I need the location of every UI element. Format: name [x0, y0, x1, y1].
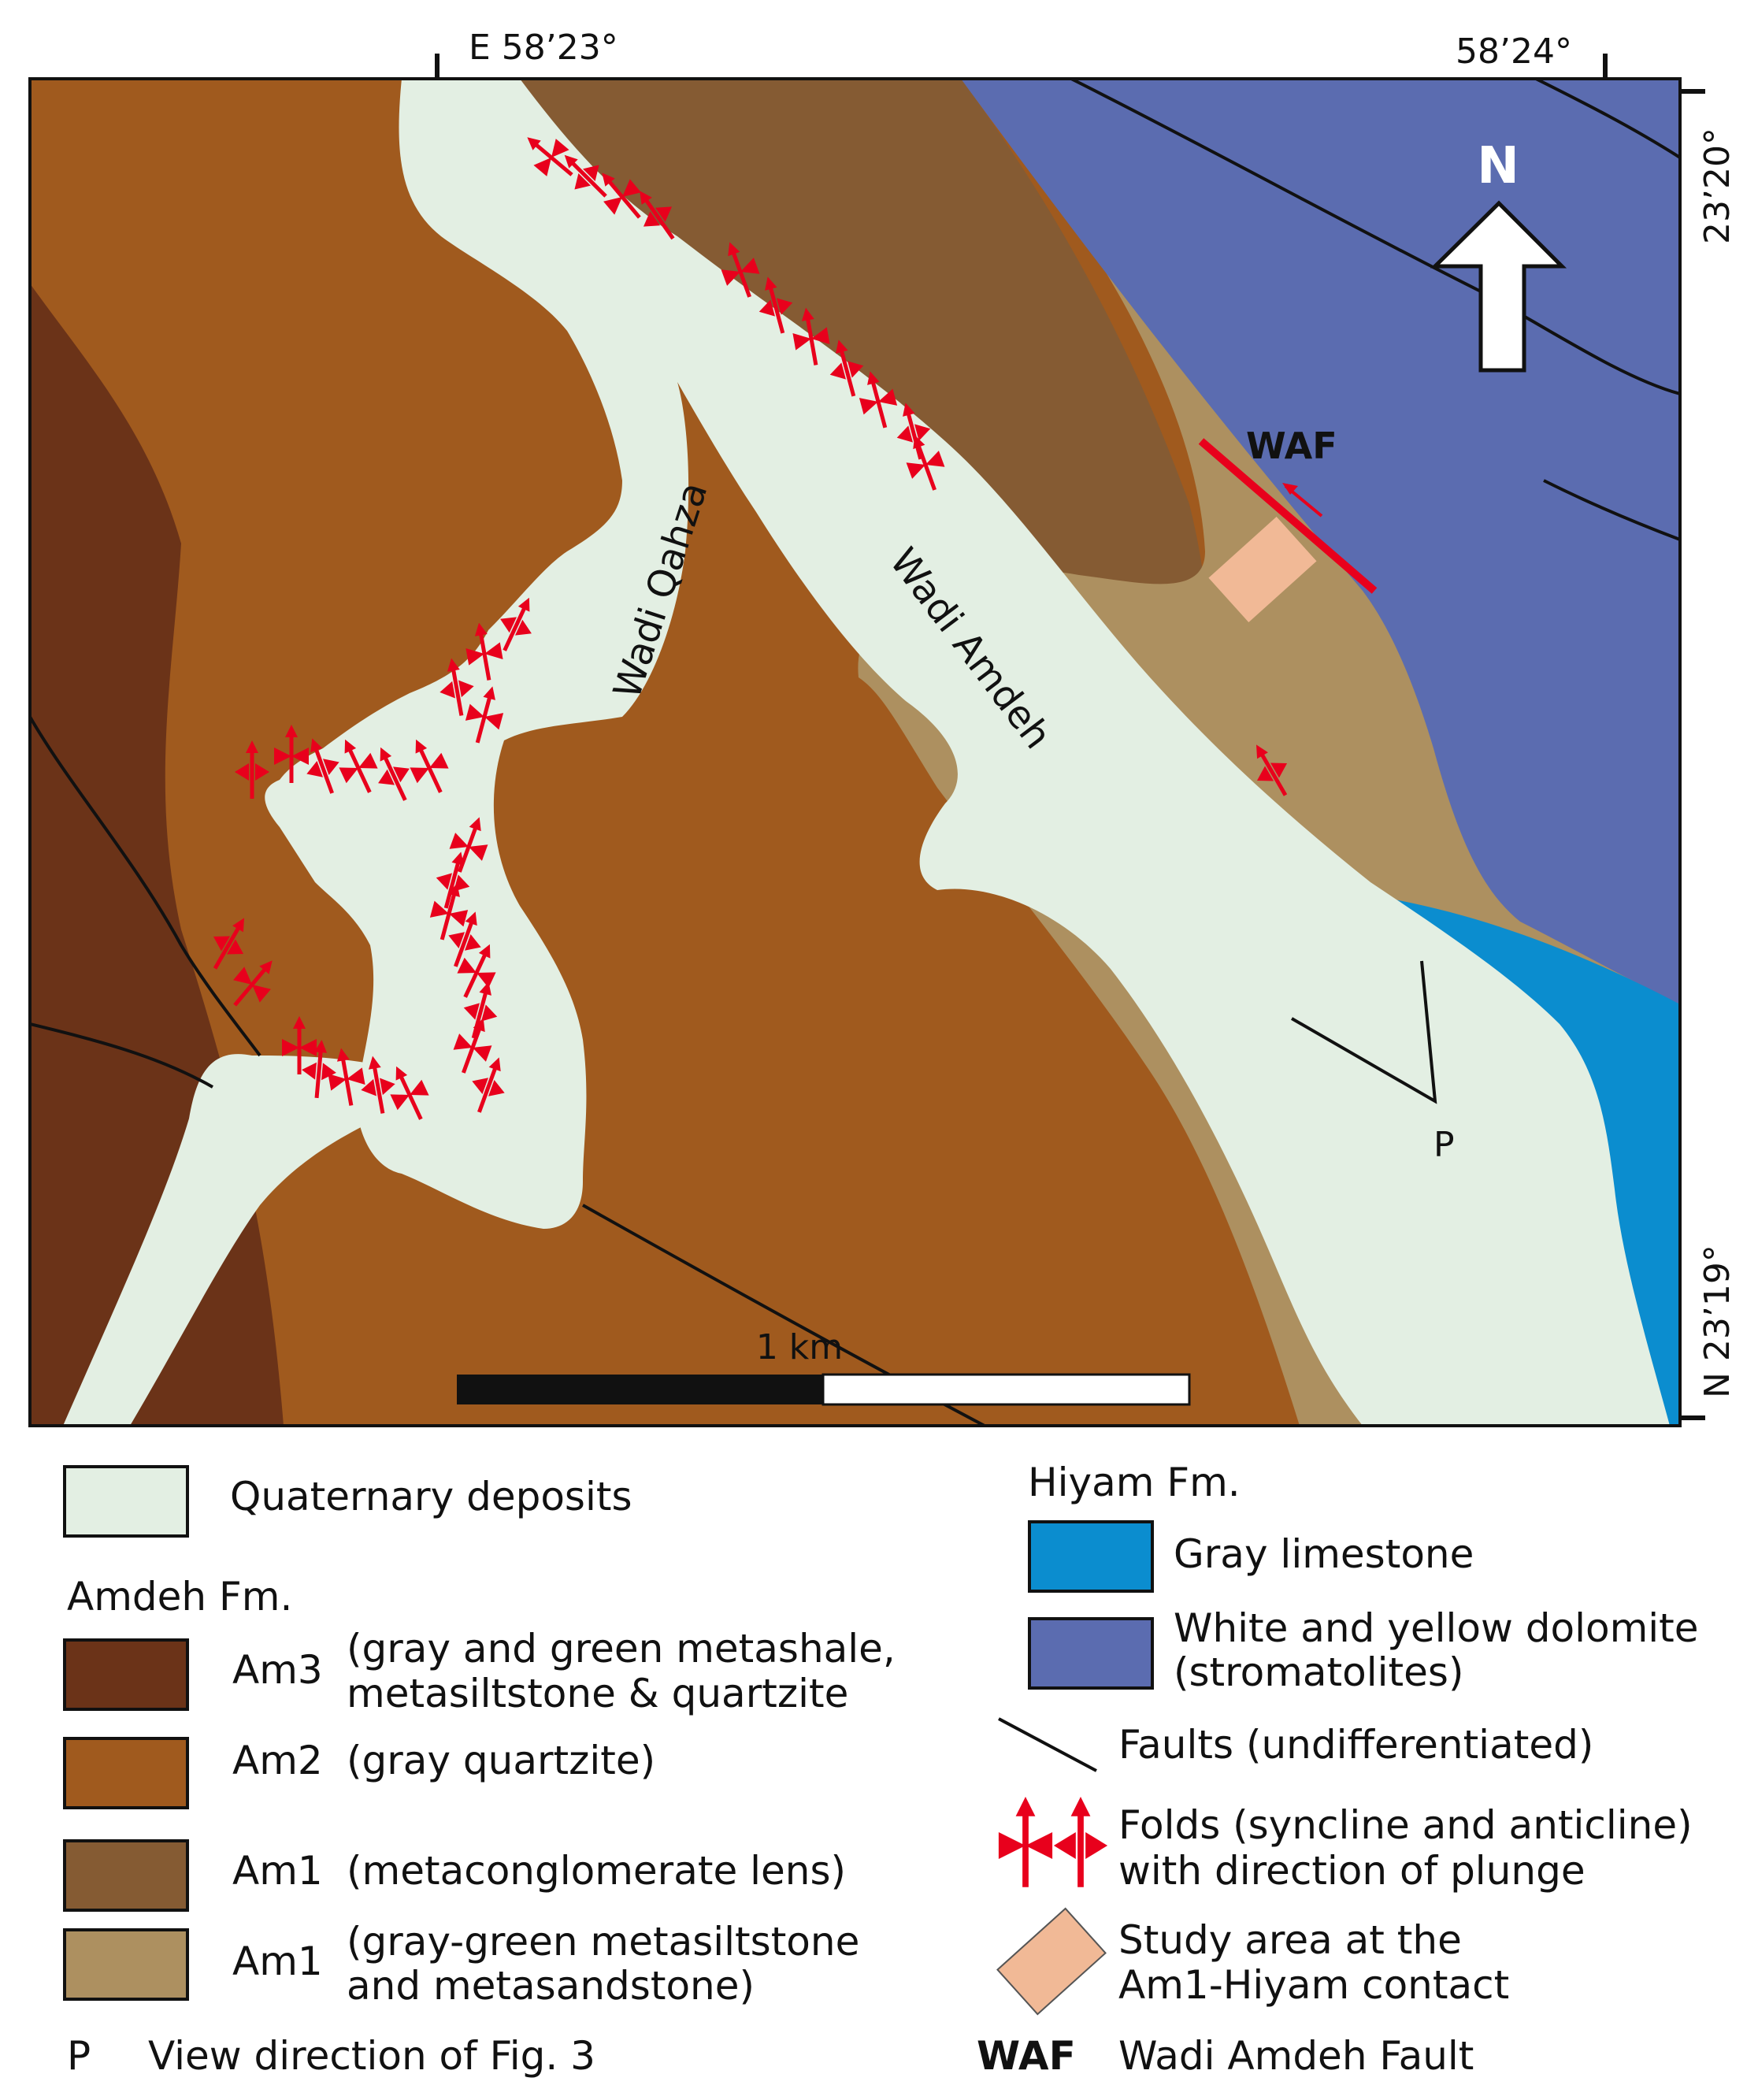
legend-waf-symbol: WAF [977, 2033, 1076, 2079]
legend-hiyam-heading: Hiyam Fm. [1028, 1460, 1241, 1505]
fault-line [30, 1022, 213, 1089]
legend-am3-desc-2: metasiltstone & quartzite [347, 1671, 849, 1716]
study-area-legend-icon [996, 1907, 1107, 2016]
legend-dolomite-1: White and yellow dolomite [1174, 1605, 1699, 1651]
fault-legend-icon [998, 1717, 1097, 1772]
scale-label: 1 km [756, 1327, 843, 1367]
swatch-am1 [63, 1928, 189, 2001]
study-area-box [1208, 516, 1317, 623]
view-point-label: P [1433, 1125, 1455, 1165]
map-frame [28, 77, 1682, 1427]
fault-line [30, 715, 261, 1057]
legend-am3-desc-1: (gray and green metashale, [347, 1626, 896, 1671]
legend-waf-desc: Wadi Amdeh Fault [1118, 2033, 1474, 2079]
swatch-quaternary [63, 1465, 189, 1538]
quaternary-tributary [276, 790, 449, 818]
legend-am2-code: Am2 [232, 1738, 323, 1783]
legend-am1-desc-2: and metasandstone) [347, 1963, 755, 2009]
legend-am1-lens-code: Am1 [232, 1848, 323, 1894]
legend-am3-code: Am3 [232, 1647, 323, 1693]
view-direction-marker [1291, 960, 1437, 1104]
coord-top-right: 58’24° [1456, 32, 1572, 72]
wadi-amdeh-fault [1198, 438, 1378, 594]
legend-am1-desc-1: (gray-green metasiltstone [347, 1919, 860, 1965]
fault-line [1535, 79, 1680, 159]
waf-map-label: WAF [1246, 425, 1337, 467]
legend-amdeh-heading: Amdeh Fm. [67, 1574, 293, 1620]
legend-quaternary: Quaternary deposits [230, 1474, 632, 1519]
scale-bar-white [822, 1373, 1191, 1406]
legend-dolomite-2: (stromatolites) [1174, 1649, 1464, 1695]
coord-right-top: 23’20° [1697, 128, 1738, 244]
legend-folds-1: Folds (syncline and anticline) [1118, 1802, 1693, 1848]
quaternary-wadi-amdeh [265, 79, 1670, 1426]
swatch-dolomite [1028, 1617, 1154, 1690]
legend-view-desc: View direction of Fig. 3 [148, 2033, 595, 2079]
coord-top-left: E 58’23° [469, 28, 618, 68]
quaternary-southwest-arm [63, 1054, 389, 1426]
legend-view-symbol: P [67, 2033, 91, 2079]
legend-faults: Faults (undifferentiated) [1118, 1722, 1594, 1768]
fault-movement-arrowhead [1282, 483, 1298, 495]
legend-folds-2: with direction of plunge [1118, 1848, 1586, 1894]
fault-line [1543, 479, 1680, 541]
legend-am1-code: Am1 [232, 1939, 323, 1984]
coord-right-bottom: N 23’19° [1697, 1245, 1738, 1398]
north-label: N [1477, 137, 1519, 195]
geology-units [30, 79, 1680, 1426]
legend-am2-desc: (gray quartzite) [347, 1738, 656, 1783]
scale-bar-black [457, 1375, 823, 1404]
north-arrow-icon [1430, 200, 1567, 373]
swatch-am2 [63, 1737, 189, 1809]
legend-study-2: Am1-Hiyam contact [1118, 1962, 1510, 2008]
swatch-am3 [63, 1638, 189, 1711]
legend-am1-lens-desc: (metaconglomerate lens) [347, 1848, 847, 1894]
fold-legend-icon [996, 1792, 1115, 1894]
swatch-am1-lens [63, 1839, 189, 1912]
swatch-gray-limestone [1028, 1520, 1154, 1593]
legend-gray-limestone: Gray limestone [1174, 1531, 1474, 1577]
legend-study-1: Study area at the [1118, 1917, 1462, 1963]
